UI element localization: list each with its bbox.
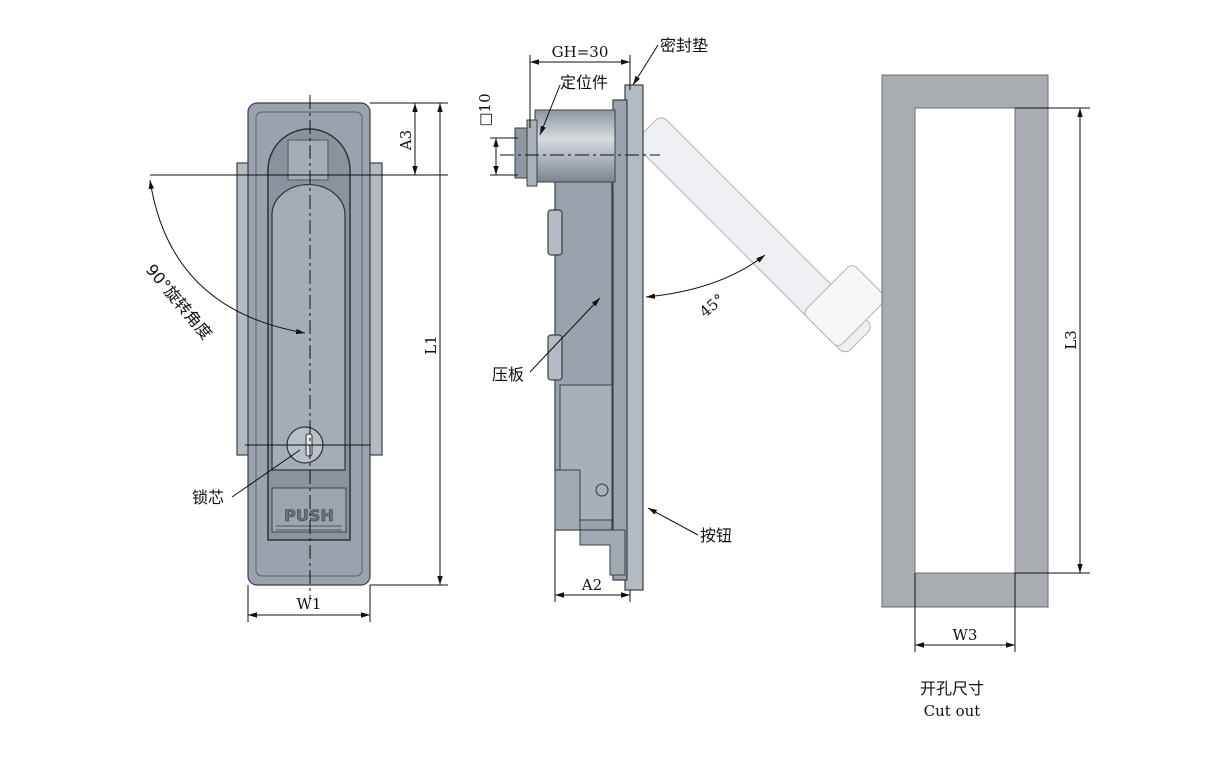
seal-plate xyxy=(624,84,644,591)
dim-square-10: □10 xyxy=(476,93,494,126)
cutout-title-en: Cut out xyxy=(924,702,981,720)
lock-cylinder-body xyxy=(534,109,616,183)
cutout-view: L3 W3 开孔尺寸 Cut out xyxy=(881,74,1090,720)
dim-w1: W1 xyxy=(297,595,322,613)
dim-a2: A2 xyxy=(581,576,602,594)
dim-gh: GH=30 xyxy=(552,43,609,61)
dim-a3: A3 xyxy=(397,130,415,151)
push-text: PUSH xyxy=(284,506,334,525)
push-button xyxy=(554,469,626,576)
rotation-arc xyxy=(148,179,306,335)
rotation-angle-label: 90°旋转角度 xyxy=(142,260,216,343)
open-angle-arc xyxy=(645,254,766,299)
push-plate xyxy=(271,487,347,533)
cutout-title-cn: 开孔尺寸 xyxy=(920,679,984,698)
locator-label: 定位件 xyxy=(560,73,608,92)
side-view: GH=30 密封垫 定位件 □10 压板 45° 按钮 A2 xyxy=(476,36,886,602)
seal-gasket-label: 密封垫 xyxy=(660,36,708,55)
open-handle-ghost xyxy=(635,117,886,353)
open-angle-label: 45° xyxy=(696,290,728,321)
button-label: 按钮 xyxy=(700,526,732,545)
dim-l3: L3 xyxy=(1062,330,1080,350)
front-view: PUSH 90°旋转角度 锁芯 A3 L1 W1 xyxy=(142,95,448,622)
lock-core-label: 锁芯 xyxy=(192,488,224,507)
dim-l1: L1 xyxy=(422,335,440,355)
dim-w3: W3 xyxy=(953,626,978,644)
cutout-opening xyxy=(914,107,1016,574)
pressure-plate-label: 压板 xyxy=(492,365,524,384)
